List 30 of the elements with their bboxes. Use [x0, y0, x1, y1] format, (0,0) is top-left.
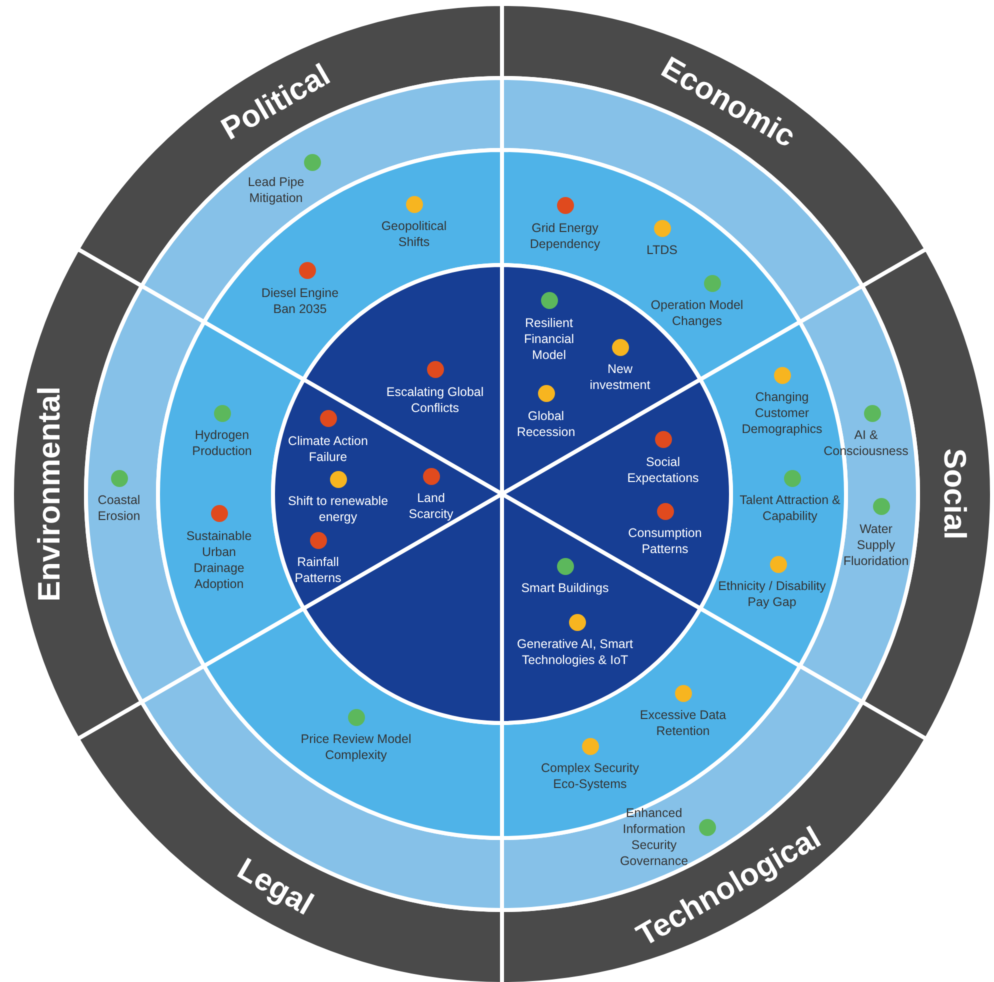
factor-label: Changing Customer Demographics — [740, 389, 824, 437]
factor-label: Geopolitical Shifts — [380, 218, 448, 250]
factor-label: Water Supply Fluoridation — [842, 521, 910, 569]
factor-label: Global Recession — [516, 408, 576, 440]
factor-label: Generative AI, Smart Technologies & IoT — [516, 636, 634, 668]
factor-label: Grid Energy Dependency — [528, 220, 602, 252]
factor-label: Talent Attraction & Capability — [738, 492, 842, 524]
factor-label: Consumption Patterns — [627, 525, 703, 557]
factor-label: Price Review Model Complexity — [300, 731, 412, 763]
factor-label: Complex Security Eco-Systems — [540, 760, 640, 792]
factor-label: Lead Pipe Mitigation — [246, 174, 306, 206]
factor-label: Escalating Global Conflicts — [385, 384, 485, 416]
factor-label: Climate Action Failure — [287, 433, 369, 465]
factor-label: LTDS — [645, 242, 679, 258]
factor-label: Operation Model Changes — [650, 297, 744, 329]
category-heading: Environmental — [32, 386, 66, 602]
factor-label: Rainfall Patterns — [294, 554, 342, 586]
factor-label: Shift to renewable energy — [286, 493, 390, 525]
factor-label: Ethnicity / Disability Pay Gap — [717, 578, 827, 610]
factor-label: Coastal Erosion — [96, 492, 142, 524]
category-heading: Social — [938, 448, 972, 540]
factor-label: New investment — [588, 361, 652, 393]
factor-label: Resilient Financial Model — [522, 315, 576, 363]
factor-label: Excessive Data Retention — [638, 707, 728, 739]
factor-label: Social Expectations — [626, 454, 700, 486]
factor-label: Diesel Engine Ban 2035 — [260, 285, 340, 317]
factor-label: Hydrogen Production — [191, 427, 253, 459]
factor-label: Land Scarcity — [408, 490, 454, 522]
factor-label: Smart Buildings — [520, 580, 610, 596]
factor-label: Sustainable Urban Drainage Adoption — [185, 528, 253, 592]
